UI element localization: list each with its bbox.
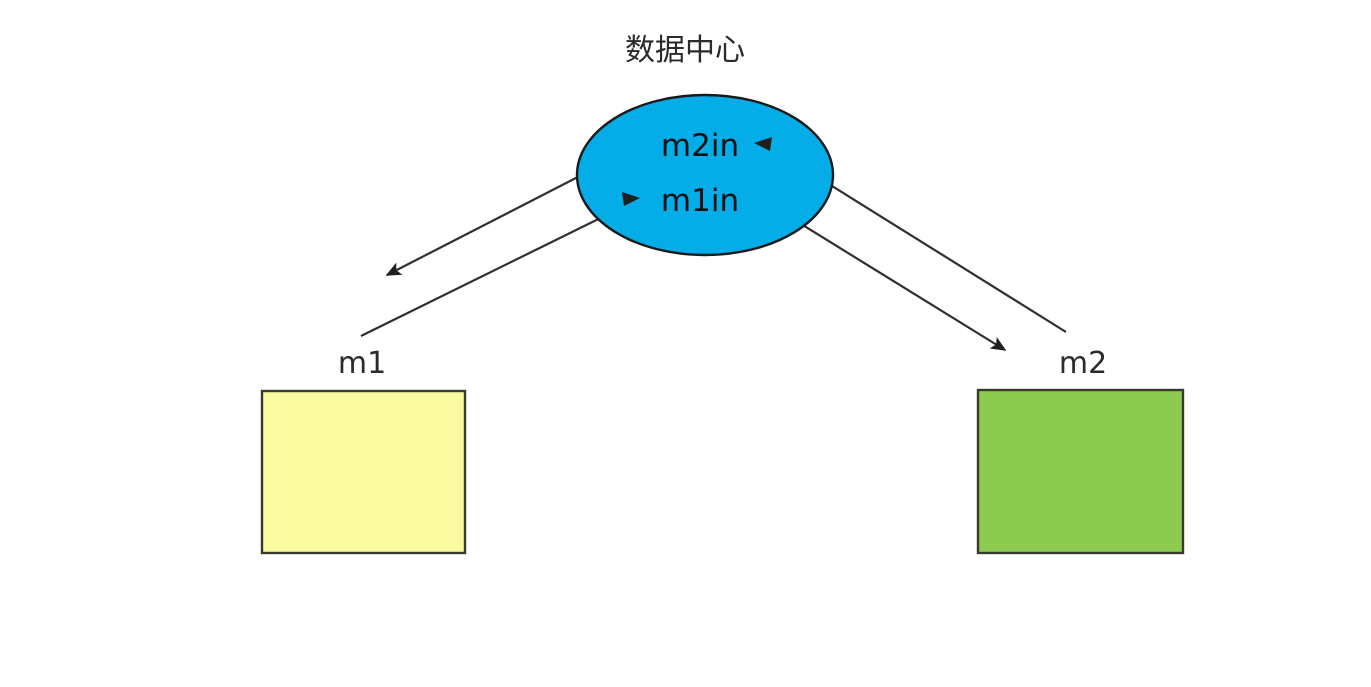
diagram-title: 数据中心 — [625, 33, 745, 68]
port-label-m2in: m2in — [661, 128, 739, 164]
arrowhead-m2in — [754, 137, 772, 151]
node-label-m1: m1 — [338, 346, 386, 381]
arrowhead-m1in — [622, 192, 640, 206]
node-m2[interactable] — [976, 388, 1185, 555]
node-m1[interactable] — [260, 389, 467, 555]
node-label-m2: m2 — [1059, 346, 1107, 381]
node-datacenter[interactable] — [575, 93, 835, 257]
edge-m1-to-m1in[interactable] — [360, 199, 639, 337]
port-label-m1in: m1in — [661, 183, 739, 219]
